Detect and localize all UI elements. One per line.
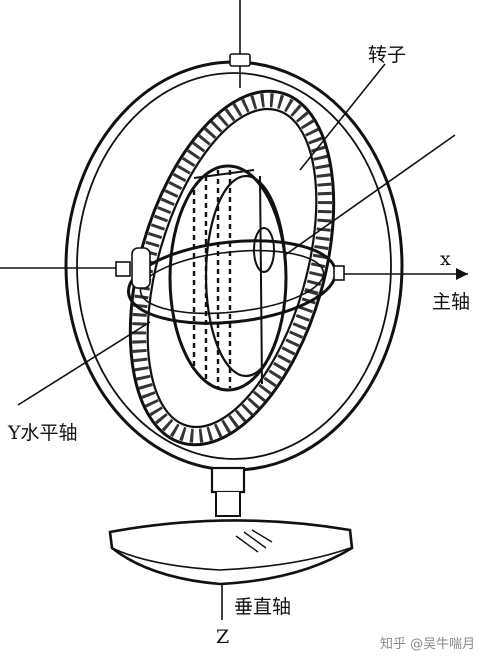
- axis-lines: [0, 0, 468, 620]
- y-horizontal-axis-label: Y水平轴: [8, 422, 78, 444]
- rotor-label: 转子: [368, 44, 407, 66]
- watermark: 知乎 @吴牛喘月: [380, 637, 476, 652]
- vertical-axis-label: 垂直轴: [234, 596, 292, 618]
- rotor-leader-line: [299, 63, 386, 171]
- rotor-disc: [168, 164, 288, 392]
- z-axis-label: Z: [216, 626, 230, 648]
- main-axis-label: 主轴: [432, 291, 471, 313]
- x-axis-arrowhead: [456, 268, 468, 280]
- top-pivot: [229, 53, 251, 88]
- stand: [108, 466, 354, 586]
- side-pivots: [115, 247, 345, 289]
- x-axis-label: x: [440, 248, 451, 270]
- y-horizontal-leader-line: [17, 321, 151, 406]
